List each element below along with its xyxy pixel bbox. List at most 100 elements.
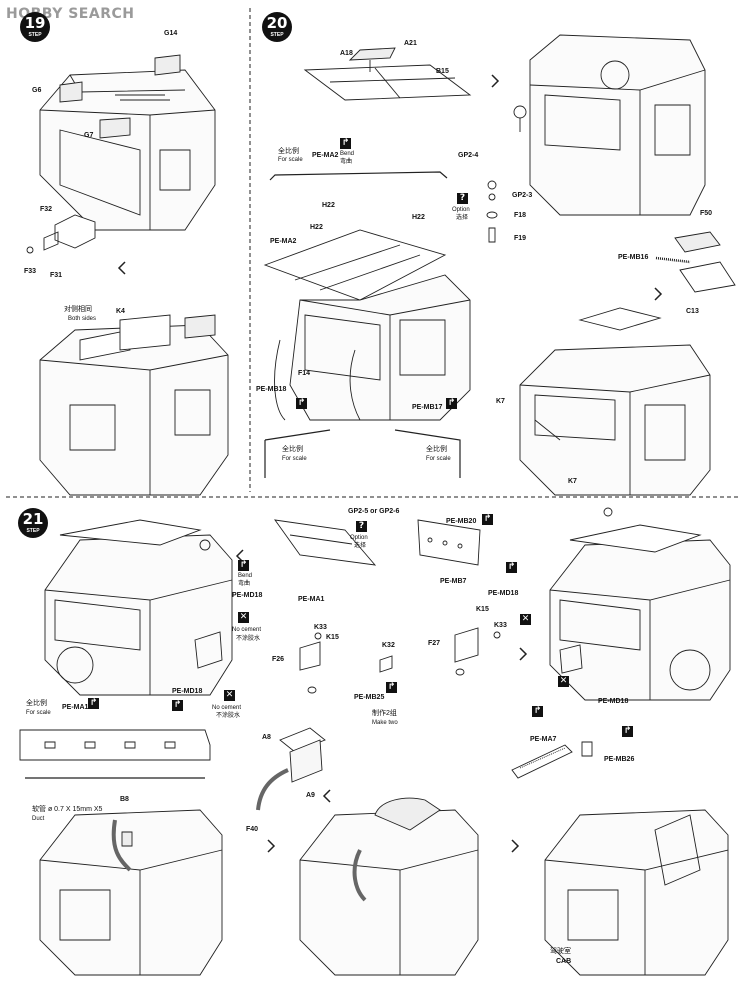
no-cement-cn: 不涂胶水: [236, 636, 261, 642]
part-f33: F33: [24, 268, 37, 275]
both-sides-en: Both sides: [68, 316, 97, 322]
no-cement-icon: ✕: [238, 612, 249, 623]
part-pe-md18-a: PE-MD18: [232, 592, 263, 599]
step20-scale-line-top: [270, 172, 447, 180]
part-a21: A21: [404, 40, 417, 47]
part-a8: A8: [262, 734, 271, 741]
step-20-number: 20: [266, 14, 288, 32]
duct-en: Duct: [32, 816, 45, 822]
part-gp2-4: GP2-4: [458, 152, 479, 159]
step21-bottom-cab-1: [40, 810, 222, 975]
part-g14: G14: [164, 30, 178, 37]
step-19-word: STEP: [28, 32, 42, 38]
step19-cab-bottom: [40, 315, 228, 495]
step20-part-f50: [656, 232, 735, 292]
part-b8: B8: [120, 796, 129, 803]
bend-en-21: Bend: [238, 573, 253, 579]
full-scale-en-2: For scale: [282, 456, 307, 462]
cab-cn: 驾驶室: [550, 948, 571, 955]
step19-arrow: [119, 262, 125, 274]
no-cement-en-2: No cement: [212, 705, 242, 711]
full-scale-cn-3: 全比例: [426, 446, 447, 453]
part-f31: F31: [50, 272, 63, 279]
no-cement-en: No cement: [232, 627, 262, 633]
bend-icon: ↱: [88, 698, 99, 709]
bend-icon: ↱: [622, 726, 633, 737]
step21-arrow-5: [512, 840, 518, 852]
step21-arrow-2: [520, 648, 526, 660]
step21-parts-a8: [258, 728, 325, 810]
part-pe-mb20: PE-MB20: [446, 518, 477, 525]
step21-scale-pe-ma1: [20, 730, 210, 778]
step-19-number: 19: [24, 14, 46, 32]
part-pe-mb26: PE-MB26: [604, 756, 635, 763]
part-f26: F26: [272, 656, 285, 663]
step-20-word: STEP: [270, 32, 284, 38]
step-21-word: STEP: [26, 528, 40, 534]
part-f27: F27: [428, 640, 441, 647]
step20-arrow-2: [655, 288, 661, 300]
part-gp2-3: GP2-3: [512, 192, 533, 199]
part-pe-ma1: PE-MA1: [298, 596, 325, 603]
step21-k-parts: [300, 628, 500, 693]
step-21-badge: 21 STEP: [18, 508, 48, 538]
part-k4: K4: [116, 308, 125, 315]
part-c13: C13: [686, 308, 699, 315]
step20-arrow-1: [492, 75, 498, 87]
part-f19: F19: [514, 235, 527, 242]
make-two-cn: 制作2组: [372, 710, 397, 717]
part-f50: F50: [700, 210, 713, 217]
step-19-badge: 19 STEP: [20, 12, 50, 42]
step21-bottom-cab-2: [300, 798, 478, 975]
option-icon: ?: [457, 193, 468, 204]
step21-cab-left: [45, 520, 232, 695]
part-pe-mb16: PE-MB16: [618, 254, 649, 261]
step20-cab-right-bottom: [520, 308, 710, 495]
part-k7-b: K7: [568, 478, 577, 485]
bend-icon: ↱: [340, 138, 351, 149]
part-k15-a: K15: [326, 634, 339, 641]
part-h22-c: H22: [412, 214, 425, 221]
full-scale-en-21: For scale: [26, 710, 51, 716]
part-f32: F32: [40, 206, 53, 213]
part-g7: G7: [84, 132, 94, 139]
part-gp2-5-or-6: GP2-5 or GP2-6: [348, 508, 400, 515]
bend-cn-21: 弯曲: [238, 581, 251, 587]
part-b15: B15: [436, 68, 449, 75]
both-sides-cn: 对侧相同: [64, 306, 92, 313]
step21-pe-mb7: [418, 520, 480, 565]
part-h22-b: H22: [310, 224, 323, 231]
part-k33-b: K33: [494, 622, 507, 629]
step20-scale-line-right: [395, 430, 460, 478]
full-scale-cn-2: 全比例: [282, 446, 303, 453]
step20-cab-middle: [265, 230, 470, 420]
bend-cn: 弯曲: [340, 159, 353, 165]
part-k32: K32: [382, 642, 395, 649]
part-pe-md18-b: PE-MD18: [172, 688, 203, 695]
no-cement-icon: ✕: [520, 614, 531, 625]
bend-icon: ↱: [386, 682, 397, 693]
step21-bottom-cab-3: [545, 810, 728, 975]
bend-icon: ↱: [296, 398, 307, 409]
step20-gp2-parts: [487, 181, 497, 242]
bend-icon: ↱: [172, 700, 183, 711]
part-pe-ma2: PE-MA2: [270, 238, 297, 245]
cab-en: CAB: [556, 958, 572, 965]
option-cn-21: 选择: [354, 543, 367, 549]
bend-icon: ↱: [238, 560, 249, 571]
no-cement-icon: ✕: [558, 676, 569, 687]
step19-part-f32: [27, 215, 95, 253]
part-h22-a: H22: [322, 202, 335, 209]
option-en: Option: [452, 207, 470, 213]
step19-cab-top: [40, 55, 215, 230]
step21-pe-ma1: [275, 520, 375, 565]
part-pe-md18-c: PE-MD18: [488, 590, 519, 597]
full-scale-cn: 全比例: [278, 148, 299, 155]
part-a18: A18: [340, 50, 353, 57]
option-en-21: Option: [350, 535, 368, 541]
part-pe-mb18: PE-MB18: [256, 386, 287, 393]
part-pe-ma2-top: PE-MA2: [312, 152, 339, 159]
part-pe-mb25: PE-MB25: [354, 694, 385, 701]
